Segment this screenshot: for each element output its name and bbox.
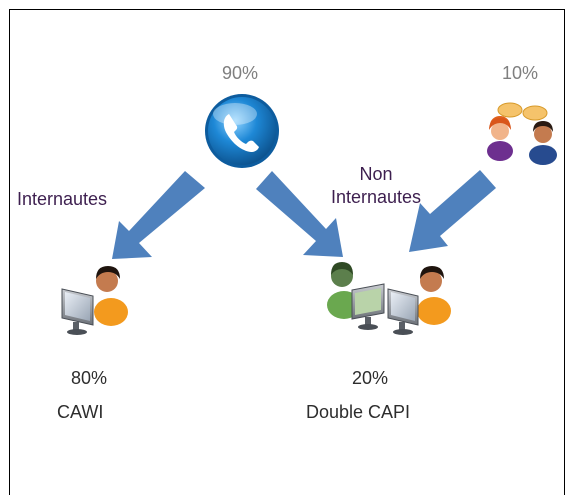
branch-right-label-line2: Internautes bbox=[330, 187, 422, 207]
two-people-icon bbox=[487, 102, 557, 165]
branch-left-label: Internautes bbox=[17, 189, 108, 209]
cawi-label: CAWI bbox=[57, 402, 104, 422]
phone-percent-label: 90% bbox=[222, 63, 259, 83]
computer-user-icon-orange bbox=[387, 266, 451, 335]
phone-icon bbox=[205, 94, 279, 168]
cawi-percent-label: 80% bbox=[71, 368, 108, 388]
branch-right-label-line1: Non bbox=[359, 164, 393, 184]
capi-label: Double CAPI bbox=[306, 402, 411, 422]
computer-user-icon-green bbox=[327, 262, 385, 330]
arrow-internautes bbox=[112, 171, 205, 259]
capi-percent-label: 20% bbox=[352, 368, 389, 388]
computer-user-icon bbox=[61, 266, 128, 335]
diagram-frame bbox=[9, 9, 565, 495]
people-percent-label: 10% bbox=[502, 63, 539, 83]
arrow-people-to-capi bbox=[409, 170, 496, 252]
arrow-non-internautes bbox=[256, 171, 343, 257]
